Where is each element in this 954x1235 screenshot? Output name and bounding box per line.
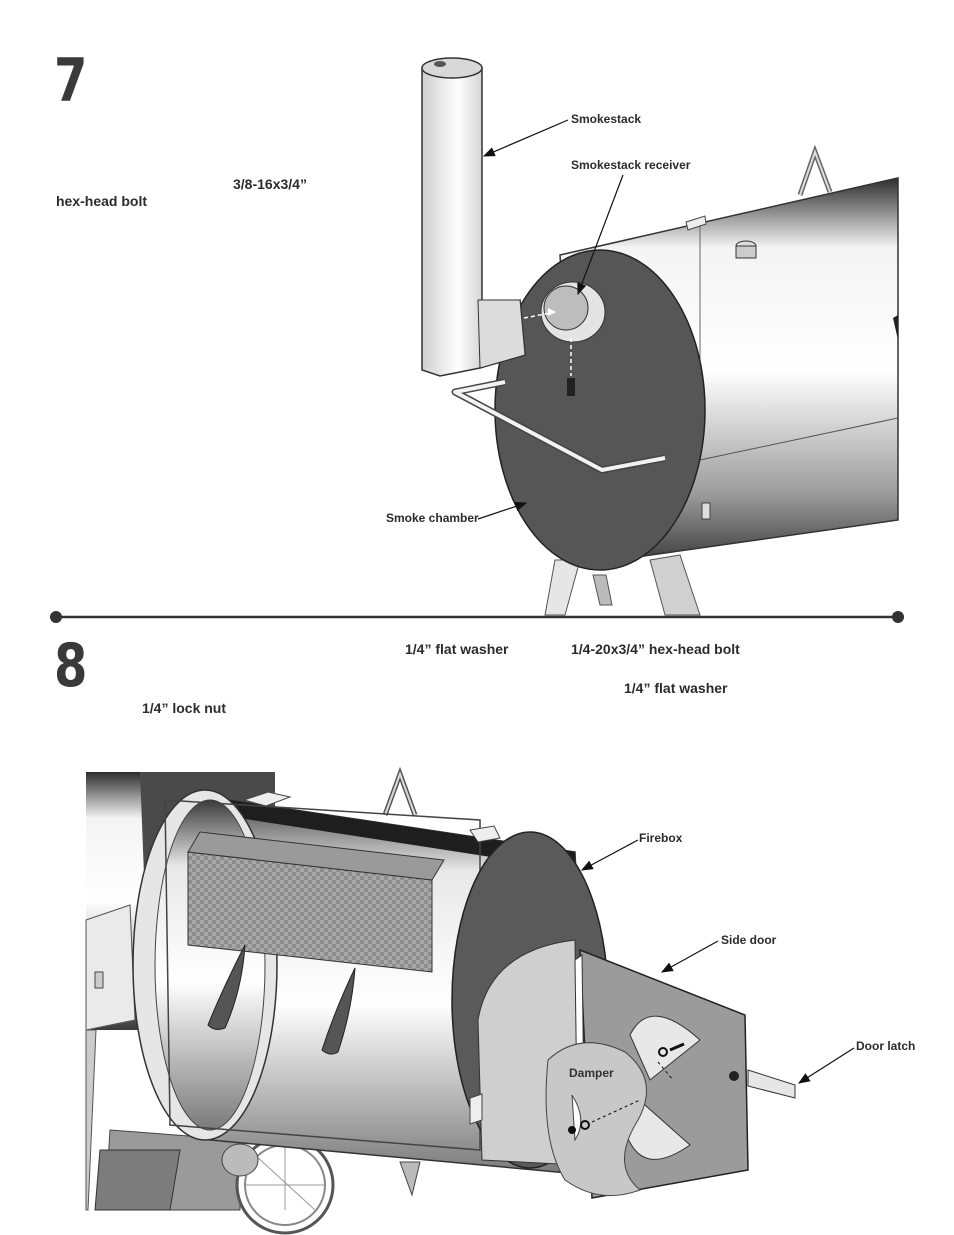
damper-label: Damper	[569, 1066, 614, 1080]
damper-illustration	[545, 1042, 647, 1197]
chamber-leader	[477, 501, 528, 520]
firebox-leader	[580, 839, 639, 871]
side-door-label: Side door	[721, 933, 777, 947]
lock-nut-label: 1/4” lock nut	[142, 700, 227, 716]
step-7-number: 7	[54, 46, 87, 116]
step-8-number: 8	[54, 631, 87, 701]
step-divider	[50, 611, 904, 623]
smoke-chamber-illustration	[421, 57, 899, 616]
firebox-label: Firebox	[639, 831, 683, 845]
smokestack-label: Smokestack	[571, 112, 642, 126]
smoke-chamber-label: Smoke chamber	[386, 511, 479, 525]
flat-washer-label-right: 1/4” flat washer	[624, 680, 728, 696]
hex-head-bolt-label: 1/4-20x3/4” hex-head bolt	[571, 641, 740, 657]
door-latch-label: Door latch	[856, 1039, 916, 1053]
receiver-leader	[577, 174, 624, 296]
smokestack-leader	[482, 119, 569, 157]
firebox-illustration	[85, 766, 609, 1235]
side-door-leader	[660, 940, 719, 973]
smokestack-receiver-label: Smokestack receiver	[571, 158, 691, 172]
flat-washer-label-left: 1/4” flat washer	[405, 641, 509, 657]
door-latch-leader	[797, 1047, 855, 1084]
step-7-bolt-size: 3/8-16x3/4”	[233, 176, 307, 192]
step-7-bolt-type: hex-head bolt	[56, 193, 148, 209]
